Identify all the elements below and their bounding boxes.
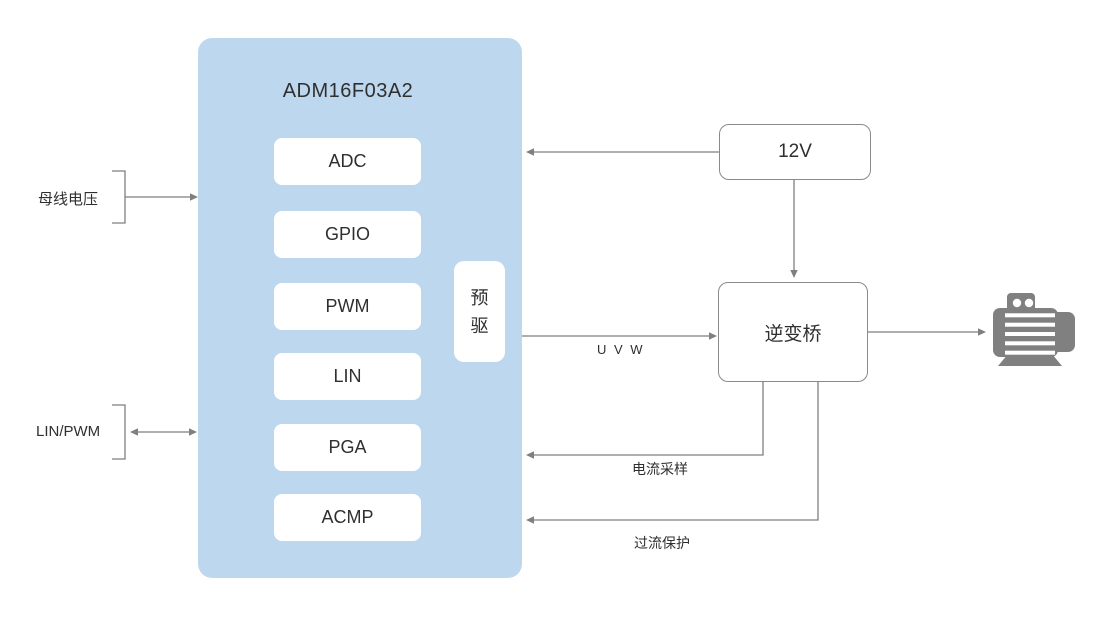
uvw-label: U V W xyxy=(597,342,645,357)
module-acmp: ACMP xyxy=(274,494,421,541)
arrowhead-right xyxy=(978,328,986,336)
arrowhead-right xyxy=(189,428,197,436)
current-sample-label: 电流采样 xyxy=(632,461,688,477)
bus-voltage-bracket xyxy=(112,170,126,224)
arrowhead-right xyxy=(709,332,717,340)
arrowhead-left xyxy=(526,148,534,156)
predriver-block: 预驱 xyxy=(454,261,505,362)
arrowhead-down xyxy=(790,270,798,278)
module-pga: PGA xyxy=(274,424,421,471)
power-12v-block: 12V xyxy=(719,124,871,180)
arrowhead-left xyxy=(526,516,534,524)
lin-pwm-label: LIN/PWM xyxy=(36,423,101,440)
arrowhead-left xyxy=(526,451,534,459)
chip-block: ADM16F03A2 ADC GPIO PWM LIN PGA ACMP 预驱 xyxy=(198,38,522,578)
inverter-bridge-block: 逆变桥 xyxy=(718,282,868,382)
overcurrent-line xyxy=(534,382,819,521)
module-pwm: PWM xyxy=(274,283,421,330)
module-lin: LIN xyxy=(274,353,421,400)
lin-pwm-bracket xyxy=(112,404,126,460)
current-sample-line xyxy=(534,382,764,456)
bus-voltage-label: 母线电压 xyxy=(38,191,99,208)
arrowhead-left xyxy=(130,428,138,436)
module-gpio: GPIO xyxy=(274,211,421,258)
motor-icon xyxy=(993,293,1075,366)
chip-title: ADM16F03A2 xyxy=(282,80,414,102)
module-adc: ADC xyxy=(274,138,421,185)
overcurrent-label: 过流保护 xyxy=(634,535,690,551)
arrowhead-right xyxy=(190,193,198,201)
